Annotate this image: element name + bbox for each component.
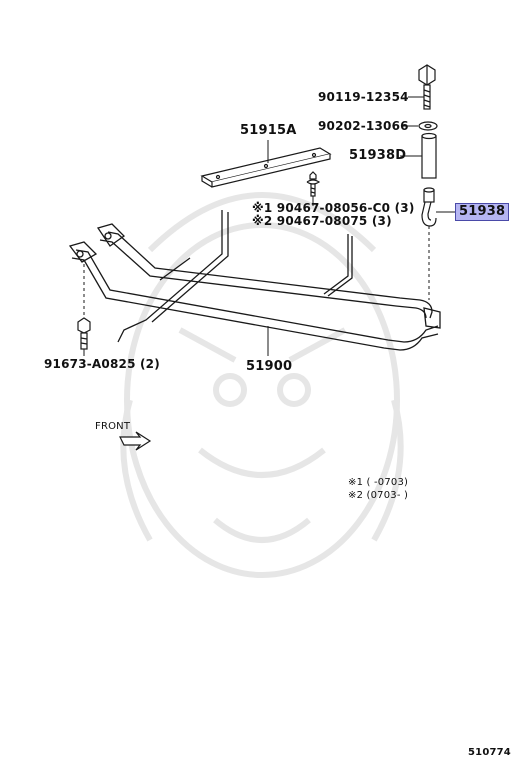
label-bracket-51915A[interactable]: 51915A [240, 123, 297, 138]
diagram-id: 510774 [468, 747, 511, 758]
note-production-range-1: ※1 ( -0703) [348, 477, 409, 488]
label-washer-90202[interactable]: 90202-13066 [318, 119, 409, 133]
front-arrow-icon [119, 431, 152, 451]
hook-51938 [421, 187, 437, 227]
note-production-range-2: ※2 (0703- ) [348, 490, 409, 501]
bolt-90467 [306, 171, 321, 197]
label-bolt-90119[interactable]: 90119-12354 [318, 90, 409, 104]
bolt-90119 [418, 64, 436, 110]
spacer-51938D [421, 132, 437, 179]
label-hook-51938-highlighted[interactable]: 51938 [455, 203, 510, 221]
label-front: FRONT [95, 421, 131, 432]
label-bolt-90467-post0703[interactable]: ※2 90467-08075 (3) [252, 214, 392, 228]
bracket-51915A [200, 147, 332, 188]
watermark-logo [120, 192, 404, 578]
label-carrier-51900[interactable]: 51900 [246, 359, 293, 374]
label-spacer-51938D[interactable]: 51938D [349, 148, 407, 163]
label-bolt-91673[interactable]: 91673-A0825 (2) [44, 357, 160, 371]
label-bolt-90467-pre0703[interactable]: ※1 90467-08056-C0 (3) [252, 201, 415, 215]
bolt-91673 [77, 317, 91, 350]
washer-90202 [418, 121, 438, 131]
carrier-frame-51900 [68, 210, 441, 351]
